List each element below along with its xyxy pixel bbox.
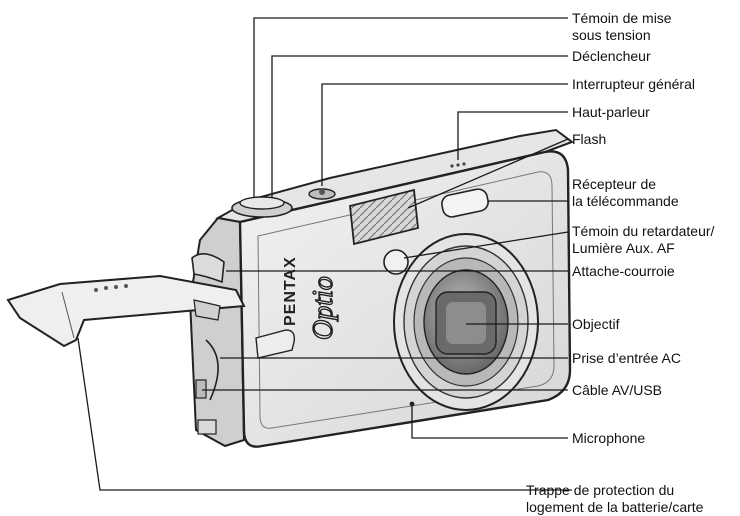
model-logo: Optio (307, 276, 339, 341)
strap-lug (191, 253, 225, 284)
shutter-button (231, 196, 293, 218)
label-lens: Objectif (572, 316, 620, 332)
battery-door (6, 274, 246, 348)
remote-receiver-window (441, 188, 489, 218)
label-remote-receiver: Récepteur de la télécommande (572, 176, 679, 210)
label-battery-cover: Trappe de protection du logement de la b… (526, 482, 703, 516)
label-strap-lug: Attache-courroie (572, 263, 675, 279)
label-self-timer-line2: Lumière Aux. AF (572, 240, 675, 256)
brand-logo: PENTAX (282, 256, 299, 326)
label-self-timer-line1: Témoin du retardateur/ (572, 223, 715, 239)
label-microphone: Microphone (572, 430, 646, 446)
label-speaker: Haut-parleur (572, 104, 650, 120)
label-shutter: Déclencheur (572, 48, 651, 64)
callout-lines (77, 17, 572, 491)
flash-window (349, 188, 419, 246)
ac-input-port (205, 339, 219, 401)
front-grip (255, 329, 296, 359)
camera-side-face (188, 216, 246, 448)
label-power-lamp: Témoin de mise sous tension (572, 10, 672, 44)
label-power-lamp-line2: sous tension (572, 27, 651, 43)
label-remote-receiver-line1: Récepteur de (572, 176, 657, 192)
label-battery-cover-line1: Trappe de protection du (526, 482, 675, 498)
label-power-lamp-line1: Témoin de mise (572, 10, 672, 26)
label-self-timer: Témoin du retardateur/ Lumière Aux. AF (572, 223, 714, 257)
power-switch (308, 188, 336, 200)
microphone-hole (409, 401, 415, 407)
speaker-holes (450, 162, 466, 168)
label-flash: Flash (572, 131, 607, 147)
label-av-usb: Câble AV/USB (572, 382, 663, 398)
lens-assembly (393, 233, 539, 411)
av-usb-port (195, 379, 207, 399)
label-remote-receiver-line2: la télécommande (572, 193, 679, 209)
label-ac-input: Prise d’entrée AC (572, 350, 681, 366)
self-timer-lamp (383, 249, 409, 275)
label-battery-cover-line2: logement de la batterie/carte (526, 499, 704, 515)
label-main-switch: Interrupteur général (572, 76, 695, 92)
